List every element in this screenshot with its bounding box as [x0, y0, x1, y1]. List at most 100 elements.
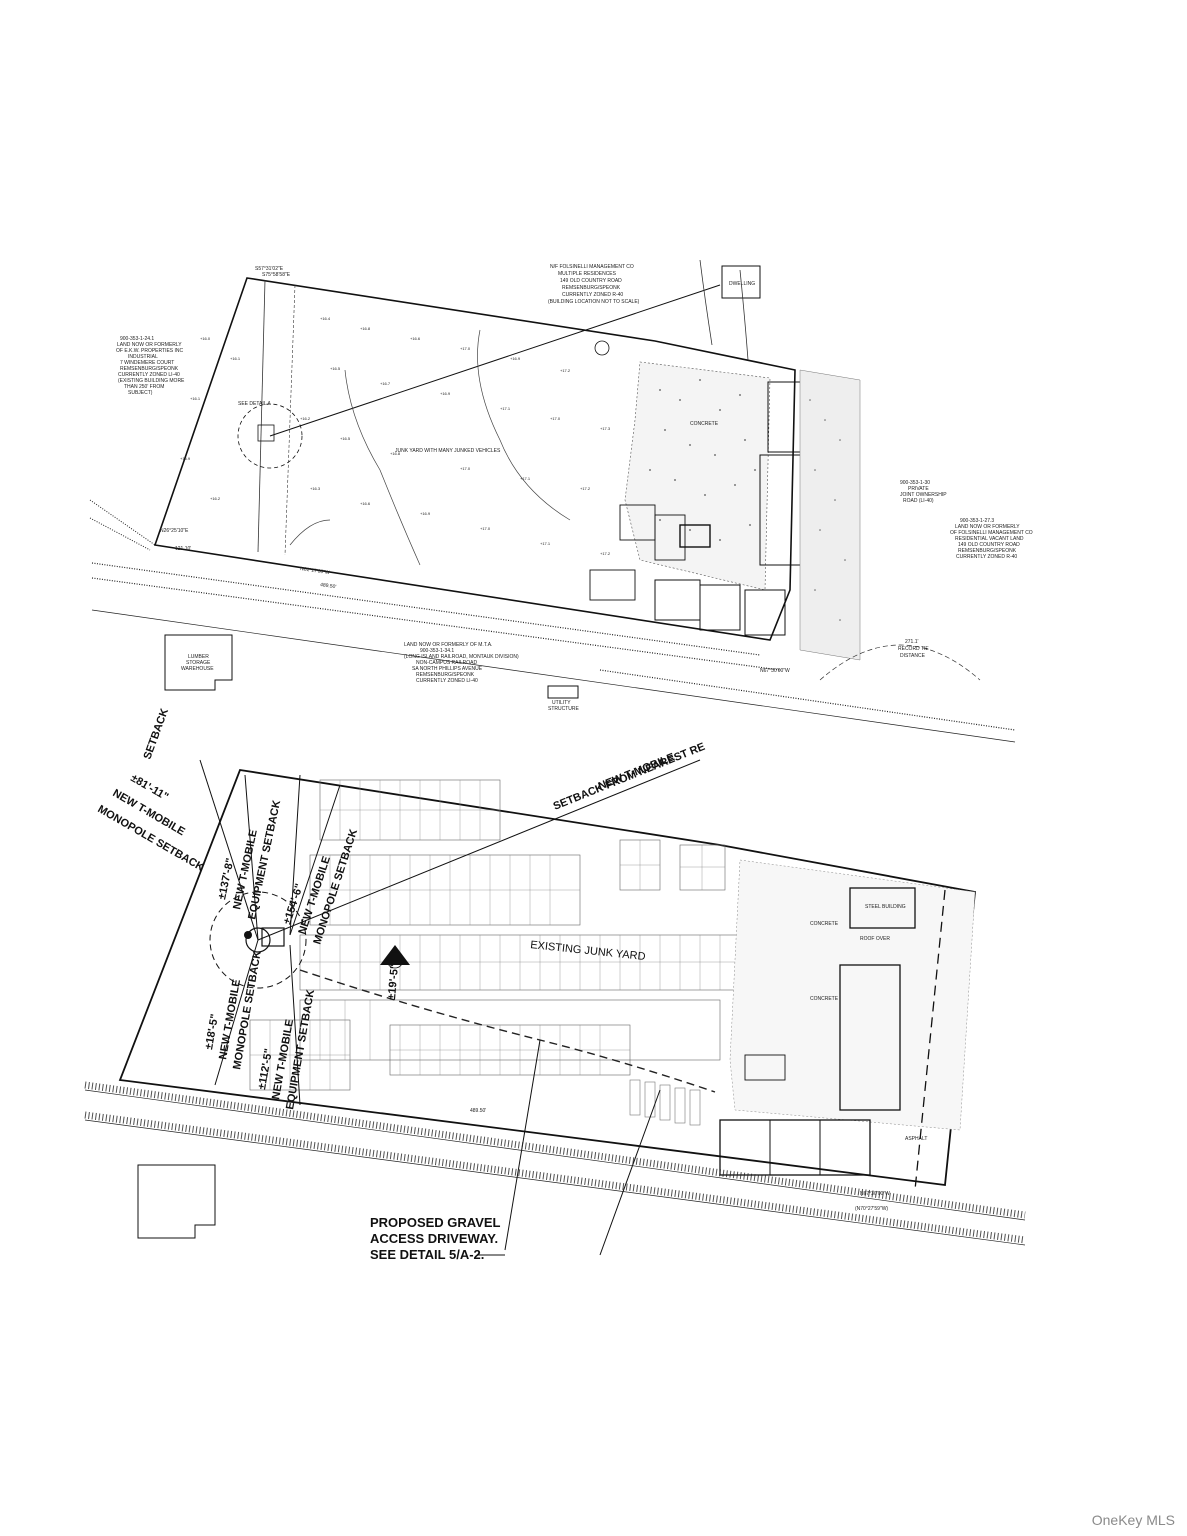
svg-text:+17.1: +17.1: [540, 541, 551, 546]
svg-text:+16.8: +16.8: [360, 326, 371, 331]
svg-text:CURRENTLY ZONED R-40: CURRENTLY ZONED R-40: [956, 554, 1017, 560]
svg-text:REMSENBURG/SPEONK: REMSENBURG/SPEONK: [416, 672, 475, 678]
svg-text:WAREHOUSE: WAREHOUSE: [181, 666, 214, 672]
svg-text:+17.0: +17.0: [550, 416, 561, 421]
svg-text:LAND NOW OR FORMERLY: LAND NOW OR FORMERLY: [117, 342, 182, 348]
survey-dim-left: N26°25'10"E: [160, 528, 189, 534]
site-dim-bottom: 489.50': [470, 1108, 486, 1114]
svg-text:+17.0: +17.0: [460, 466, 471, 471]
lumber-warehouse: [164, 634, 233, 691]
dim-112-annotation: ±112'-5" NEW T-MOBILE EQUIPMENT SETBACK: [256, 989, 317, 1111]
svg-text:+16.9: +16.9: [420, 511, 431, 516]
svg-text:+16.2: +16.2: [300, 416, 311, 421]
svg-text:(BUILDING LOCATION NOT TO SCAL: (BUILDING LOCATION NOT TO SCALE): [548, 299, 640, 305]
svg-text:OF E.K.W. PROPERTIES INC: OF E.K.W. PROPERTIES INC: [116, 348, 184, 354]
svg-text:CONCRETE: CONCRETE: [810, 996, 839, 1002]
survey-detail-circle: [237, 403, 303, 469]
svg-text:MULTIPLE RESIDENCES: MULTIPLE RESIDENCES: [558, 271, 617, 277]
dwelling-label: DWELLING: [729, 281, 755, 287]
svg-text:RESIDENTIAL VACANT LAND: RESIDENTIAL VACANT LAND: [955, 536, 1024, 542]
svg-text:+16.1: +16.1: [190, 396, 201, 401]
svg-text:+17.2: +17.2: [560, 368, 571, 373]
survey-owner-left: 900-353-1-24.1 LAND NOW OR FORMERLY OF E…: [116, 336, 185, 396]
svg-text:NON-CAMPUS RAILROAD: NON-CAMPUS RAILROAD: [416, 660, 478, 666]
existing-junk-yard-label: EXISTING JUNK YARD: [530, 939, 646, 963]
site-railroad-tracks: [84, 1081, 1026, 1246]
see-detail-label: SEE DETAIL A: [238, 401, 271, 407]
junk-yard-label: JUNK YARD WITH MANY JUNKED VEHICLES: [395, 448, 501, 454]
svg-text:REMSENBURG/SPEONK: REMSENBURG/SPEONK: [562, 285, 621, 291]
svg-text:+16.5: +16.5: [330, 366, 341, 371]
svg-text:N/F FOLSINELLI MANAGEMENT CO: N/F FOLSINELLI MANAGEMENT CO: [550, 264, 634, 270]
svg-text:+17.1: +17.1: [500, 406, 511, 411]
svg-text:+16.6: +16.6: [360, 501, 371, 506]
svg-text:LAND NOW OR FORMERLY: LAND NOW OR FORMERLY: [955, 524, 1020, 530]
svg-text:ASPHALT: ASPHALT: [905, 1136, 927, 1142]
survey-concrete-label: CONCRETE: [690, 421, 719, 427]
survey-property-boundary: [153, 277, 796, 641]
svg-text:PRIVATE: PRIVATE: [908, 486, 929, 492]
dwelling-building: [721, 265, 761, 299]
survey-bearing-top: S57°31'02"E: [255, 266, 284, 272]
svg-text:OF FOLSINELLI MANAGEMENT CO: OF FOLSINELLI MANAGEMENT CO: [950, 530, 1033, 536]
svg-text:+16.8: +16.8: [390, 451, 401, 456]
svg-text:UTILITY: UTILITY: [552, 700, 571, 706]
dim-137-annotation: ±137'-8" NEW T-MOBILE EQUIPMENT SETBACK: [216, 799, 283, 921]
svg-text:CONCRETE: CONCRETE: [810, 921, 839, 927]
svg-text:+16.3: +16.3: [310, 486, 321, 491]
svg-text:LAND NOW OR FORMERLY OF M.T.A.: LAND NOW OR FORMERLY OF M.T.A.: [404, 642, 492, 648]
svg-text:ROOF OVER: ROOF OVER: [860, 936, 890, 942]
utility-structure: [547, 685, 579, 699]
svg-text:900-353-1-34.1: 900-353-1-34.1: [420, 648, 454, 654]
svg-text:+17.3: +17.3: [600, 426, 611, 431]
record-tie-dist: 271.1': [905, 639, 919, 645]
svg-text:+16.1: +16.1: [230, 356, 241, 361]
svg-text:+16.9: +16.9: [440, 391, 451, 396]
survey-owner-right-vacant: 900-353-1-27.3 LAND NOW OR FORMERLY OF F…: [950, 518, 1033, 560]
elevation-points: +16.4 +16.8 +16.6 +17.0 +16.9 +17.2 +16.5 +16…: [180, 316, 661, 556]
survey-dim-right: N67°30'00"W: [760, 668, 790, 674]
setback-top-label: SETBACK: [142, 707, 171, 761]
svg-text:LUMBER: LUMBER: [188, 654, 209, 660]
svg-text:+16.0: +16.0: [200, 336, 211, 341]
svg-text:INDUSTRIAL: INDUSTRIAL: [128, 354, 158, 360]
svg-text:JOINT OWNERSHIP: JOINT OWNERSHIP: [900, 492, 947, 498]
svg-text:+15.9: +15.9: [180, 456, 191, 461]
svg-text:(N70°27'59"W): (N70°27'59"W): [855, 1206, 888, 1212]
svg-text:900-353-1-24.1: 900-353-1-24.1: [120, 336, 154, 342]
dim-154-annotation: ±154'-6" NEW T-MOBILE MONOPOLE SETBACK: [281, 828, 360, 946]
svg-text:+17.2: +17.2: [600, 551, 611, 556]
svg-text:+17.1: +17.1: [520, 476, 531, 481]
svg-text:THAN 250' FROM: THAN 250' FROM: [124, 384, 164, 390]
svg-text:+16.5: +16.5: [340, 436, 351, 441]
svg-text:REMSENBURG/SPEONK: REMSENBURG/SPEONK: [120, 366, 179, 372]
svg-text:+17.2: +17.2: [580, 486, 591, 491]
svg-text:SEE DETAIL 5/A-2.: SEE DETAIL 5/A-2.: [370, 1247, 484, 1262]
survey-dim-bottom: N61°17'00"W: [300, 566, 331, 576]
svg-text:S75°58'58"E: S75°58'58"E: [262, 272, 291, 278]
survey-setback-line: [269, 284, 721, 437]
monopole-location: [209, 891, 307, 989]
svg-text:+17.0: +17.0: [480, 526, 491, 531]
survey-plan: DWELLING SEE DETAIL A +16.4 +16.8 +16.6 +1…: [89, 259, 1033, 743]
svg-text:7 WINDEMERE COURT: 7 WINDEMERE COURT: [120, 360, 174, 366]
dim-81-annotation: ±81'-11" NEW T-MOBILE MONOPOLE SETBACK: [96, 772, 206, 874]
survey-concrete-area: [624, 361, 771, 591]
site-concrete-area: [729, 859, 976, 1131]
svg-text:STEEL BUILDING: STEEL BUILDING: [865, 904, 906, 910]
site-dim-right: N67°30'00"W: [860, 1191, 890, 1197]
svg-text:900-353-1-30: 900-353-1-30: [900, 480, 930, 486]
lumber-warehouse-bottom: [137, 1164, 216, 1239]
svg-text:900-353-1-27.3: 900-353-1-27.3: [960, 518, 994, 524]
svg-text:CURRENTLY ZONED R-40: CURRENTLY ZONED R-40: [562, 292, 623, 298]
svg-text:ROAD (LI-40): ROAD (LI-40): [903, 498, 934, 504]
svg-text:+16.4: +16.4: [320, 316, 331, 321]
svg-text:149 OLD COUNTRY ROAD: 149 OLD COUNTRY ROAD: [958, 542, 1020, 548]
svg-text:SA NORTH PHILLIPS AVENUE: SA NORTH PHILLIPS AVENUE: [412, 666, 483, 672]
svg-text:(EXISTING BUILDING MORE: (EXISTING BUILDING MORE: [118, 378, 185, 384]
survey-railroad-owner: LAND NOW OR FORMERLY OF M.T.A. 900-353-1…: [404, 642, 519, 684]
svg-text:ACCESS DRIVEWAY.: ACCESS DRIVEWAY.: [370, 1231, 498, 1246]
svg-text:+16.2: +16.2: [210, 496, 221, 501]
svg-text:121.10': 121.10': [175, 546, 191, 552]
